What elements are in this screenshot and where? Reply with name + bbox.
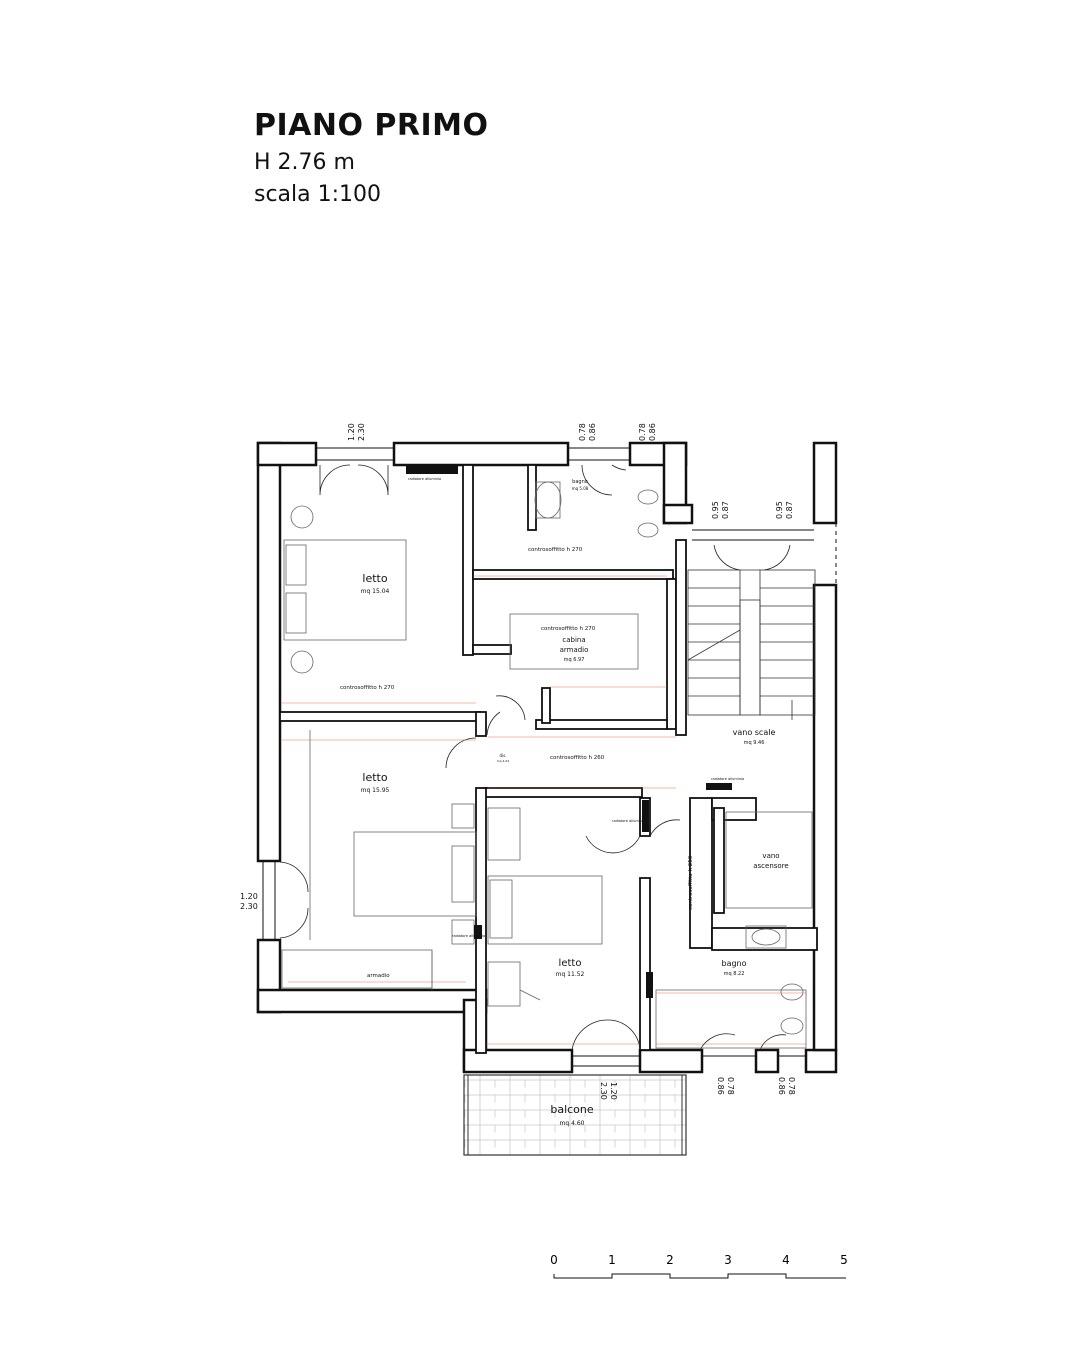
note-radiatore-1: radiatore alluminio bbox=[408, 477, 441, 481]
room-area-letto-3: mq 11.52 bbox=[556, 971, 585, 978]
scale-label-4: 4 bbox=[782, 1253, 790, 1267]
window-top-height: 2.30 bbox=[357, 423, 366, 441]
stair-window-b-width: 0.95 bbox=[775, 501, 784, 519]
note-controsoffitto-cabina: controsoffitto h 270 bbox=[541, 626, 596, 632]
room-name-vano-scale: vano scale bbox=[733, 728, 776, 737]
room-area-bagno-2: mq 8.22 bbox=[724, 971, 745, 977]
room-area-cabina: mq 6.97 bbox=[564, 657, 585, 663]
stair-window-a-height: 0.87 bbox=[721, 501, 730, 519]
balcony-door-width: 1.20 bbox=[609, 1082, 618, 1100]
bath-window-b-height: 0.86 bbox=[648, 423, 657, 441]
scale-label-5: 5 bbox=[840, 1253, 848, 1267]
bottom-window-b-height: 0.86 bbox=[777, 1077, 786, 1095]
left-window-width: 1.20 bbox=[240, 892, 258, 901]
note-radiatore-2: radiatore alluminio bbox=[711, 777, 744, 781]
plan-height: H 2.76 m bbox=[254, 150, 355, 175]
room-name-letto-2: letto bbox=[362, 771, 387, 784]
bottom-window-b-width: 0.78 bbox=[787, 1077, 796, 1095]
room-name-bagno-1: bagno bbox=[572, 479, 588, 485]
scale-bar: 0 1 2 3 4 5 bbox=[550, 1253, 848, 1279]
scale-label-0: 0 bbox=[550, 1253, 558, 1267]
room-name-bagno-2: bagno bbox=[721, 959, 746, 968]
room-name-cabina-1: cabina bbox=[562, 636, 585, 644]
room-area-vano-scale: mq 9.46 bbox=[744, 740, 765, 746]
exterior-walls bbox=[256, 441, 838, 1074]
bath-window-a-width: 0.78 bbox=[578, 423, 587, 441]
note-controsoffitto-bagno-1: controsoffitto h 270 bbox=[528, 547, 583, 553]
plan-scale: scala 1:100 bbox=[254, 182, 382, 207]
plan-notes: controsoffitto h 270 controsoffitto h 27… bbox=[340, 477, 744, 979]
bath-window-a-height: 0.86 bbox=[588, 423, 597, 441]
interior-walls bbox=[279, 464, 818, 1054]
room-area-balcone: mq 4.60 bbox=[560, 1120, 585, 1127]
furniture bbox=[281, 481, 813, 1049]
bath-window-b-width: 0.78 bbox=[638, 423, 647, 441]
stair-window-b-height: 0.87 bbox=[785, 501, 794, 519]
room-name-vano-2: ascensore bbox=[753, 862, 789, 870]
note-radiatore-3: radiatore alluminio bbox=[612, 819, 645, 823]
scale-label-1: 1 bbox=[608, 1253, 616, 1267]
bottom-window-a-width: 0.78 bbox=[726, 1077, 735, 1095]
room-area-letto-2: mq 15.95 bbox=[361, 787, 390, 794]
room-area-disimpegno: mq 4.02 bbox=[497, 759, 510, 763]
scale-label-2: 2 bbox=[666, 1253, 674, 1267]
scale-label-3: 3 bbox=[724, 1253, 732, 1267]
window-top-width: 1.20 bbox=[347, 423, 356, 441]
door-swings bbox=[279, 464, 791, 1051]
note-controsoffitto-dis: controsoffitto h 260 bbox=[550, 755, 605, 761]
note-controsoffitto-bagno-2: controsoffitto h 250 bbox=[688, 855, 694, 910]
bottom-window-a-height: 0.86 bbox=[716, 1077, 725, 1095]
note-armadio: armadio bbox=[367, 973, 390, 979]
room-name-vano-1: vano bbox=[762, 852, 779, 860]
balcony-door-height: 2.30 bbox=[599, 1082, 608, 1100]
radiators bbox=[406, 466, 732, 998]
room-name-balcone: balcone bbox=[550, 1103, 594, 1116]
opening-labels: 1.20 2.30 0.78 0.86 0.78 0.86 0.95 0.87 … bbox=[240, 423, 796, 1100]
room-labels: letto mq 15.04 letto mq 15.95 letto mq 1… bbox=[361, 479, 789, 1127]
stair-window-a-width: 0.95 bbox=[711, 501, 720, 519]
windows bbox=[262, 447, 814, 1067]
staircase bbox=[687, 569, 816, 720]
room-area-letto-1: mq 15.04 bbox=[361, 588, 390, 595]
note-controsoffitto-letto-1: controsoffitto h 270 bbox=[340, 685, 395, 691]
room-name-letto-3: letto bbox=[559, 958, 582, 969]
balcony bbox=[463, 1074, 687, 1156]
left-window-height: 2.30 bbox=[240, 902, 258, 911]
note-radiatore-4: radiatore alluminio bbox=[452, 934, 485, 938]
dimension-lines bbox=[282, 575, 806, 1045]
room-area-bagno-1: mq 5.08 bbox=[572, 486, 589, 491]
room-name-disimpegno: dis. bbox=[499, 753, 506, 758]
room-name-cabina-2: armadio bbox=[560, 646, 589, 654]
room-name-letto-1: letto bbox=[362, 572, 387, 585]
plan-title: PIANO PRIMO bbox=[254, 108, 489, 143]
